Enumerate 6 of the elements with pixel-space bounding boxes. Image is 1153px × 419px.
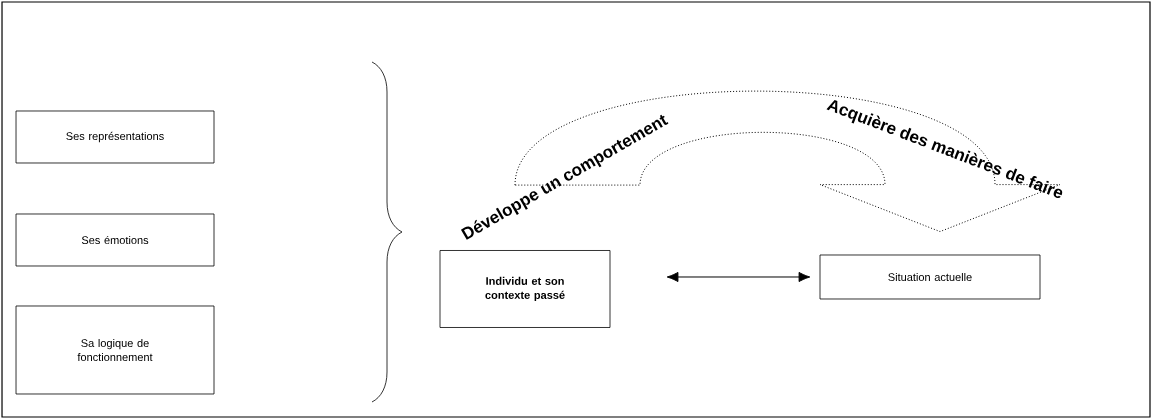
- text-box: Ses émotions: [15, 213, 215, 267]
- text-box: Sa logique de fonctionnement: [15, 305, 215, 395]
- text-box: Situation actuelle: [819, 254, 1041, 300]
- text-box: Individu et son contexte passé: [439, 250, 611, 328]
- text-box: Ses représentations: [15, 110, 215, 164]
- arrow: [666, 271, 811, 283]
